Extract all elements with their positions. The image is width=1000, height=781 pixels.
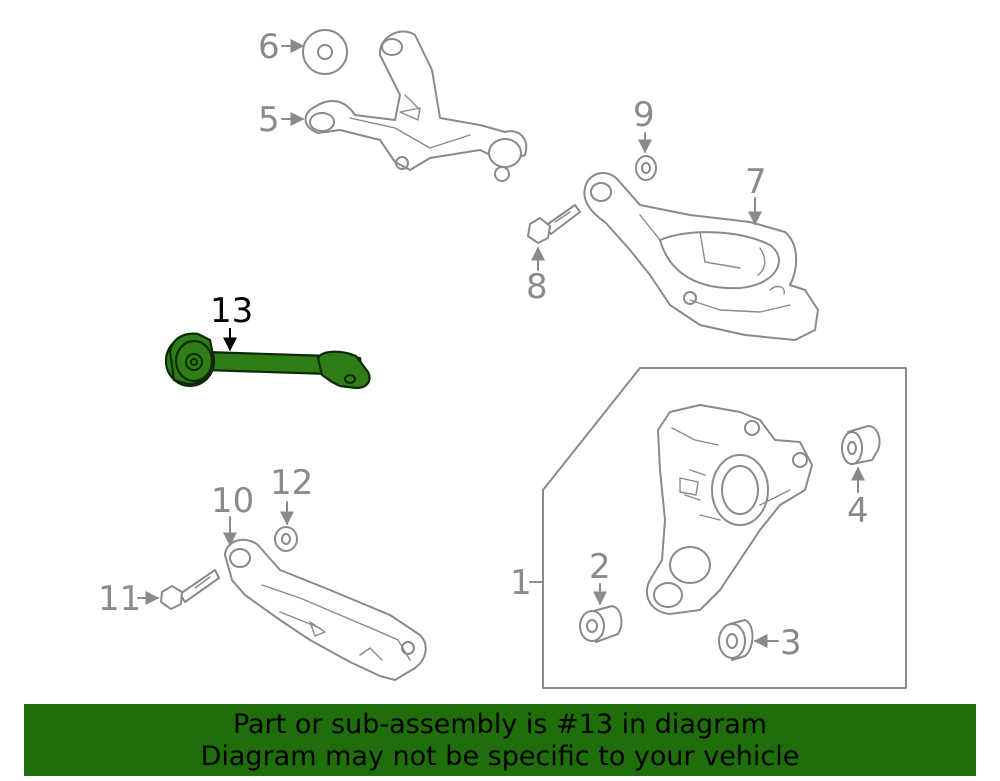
callout-11: 11 — [98, 579, 141, 619]
part-1-knuckle[interactable] — [645, 404, 813, 615]
callout-13: 13 — [210, 291, 253, 331]
parts-diagram: 6 5 9 8 7 — [98, 27, 907, 689]
callout-8: 8 — [526, 267, 548, 307]
callout-10: 10 — [211, 481, 254, 521]
callout-9: 9 — [633, 95, 655, 135]
callout-1: 1 — [510, 563, 532, 603]
part-13-highlighted-link[interactable] — [164, 332, 371, 390]
callout-12: 12 — [270, 463, 313, 503]
part-3-bushing[interactable] — [718, 619, 754, 661]
part-8-bolt[interactable] — [527, 204, 581, 244]
part-5-upper-arm[interactable] — [304, 30, 528, 182]
callout-2: 2 — [589, 547, 611, 587]
part-6-washer[interactable] — [302, 29, 348, 75]
callout-7: 7 — [745, 162, 767, 202]
callout-3: 3 — [780, 623, 802, 663]
part-7-lower-arm[interactable] — [583, 172, 819, 341]
part-4-bushing[interactable] — [841, 425, 881, 465]
callout-5: 5 — [258, 100, 280, 140]
banner-line-2: Diagram may not be specific to your vehi… — [200, 741, 800, 772]
part-10-trailing-arm[interactable] — [224, 538, 427, 681]
part-2-bushing[interactable] — [579, 605, 623, 643]
notice-banner: Part or sub-assembly is #13 in diagram D… — [24, 704, 976, 776]
callout-4: 4 — [847, 491, 869, 531]
callout-6: 6 — [258, 27, 280, 67]
part-11-bolt[interactable] — [160, 569, 220, 610]
part-9-washer[interactable] — [635, 155, 657, 181]
assembly-box — [542, 367, 907, 689]
banner-line-1: Part or sub-assembly is #13 in diagram — [232, 709, 768, 740]
part-12-washer[interactable] — [274, 526, 298, 552]
